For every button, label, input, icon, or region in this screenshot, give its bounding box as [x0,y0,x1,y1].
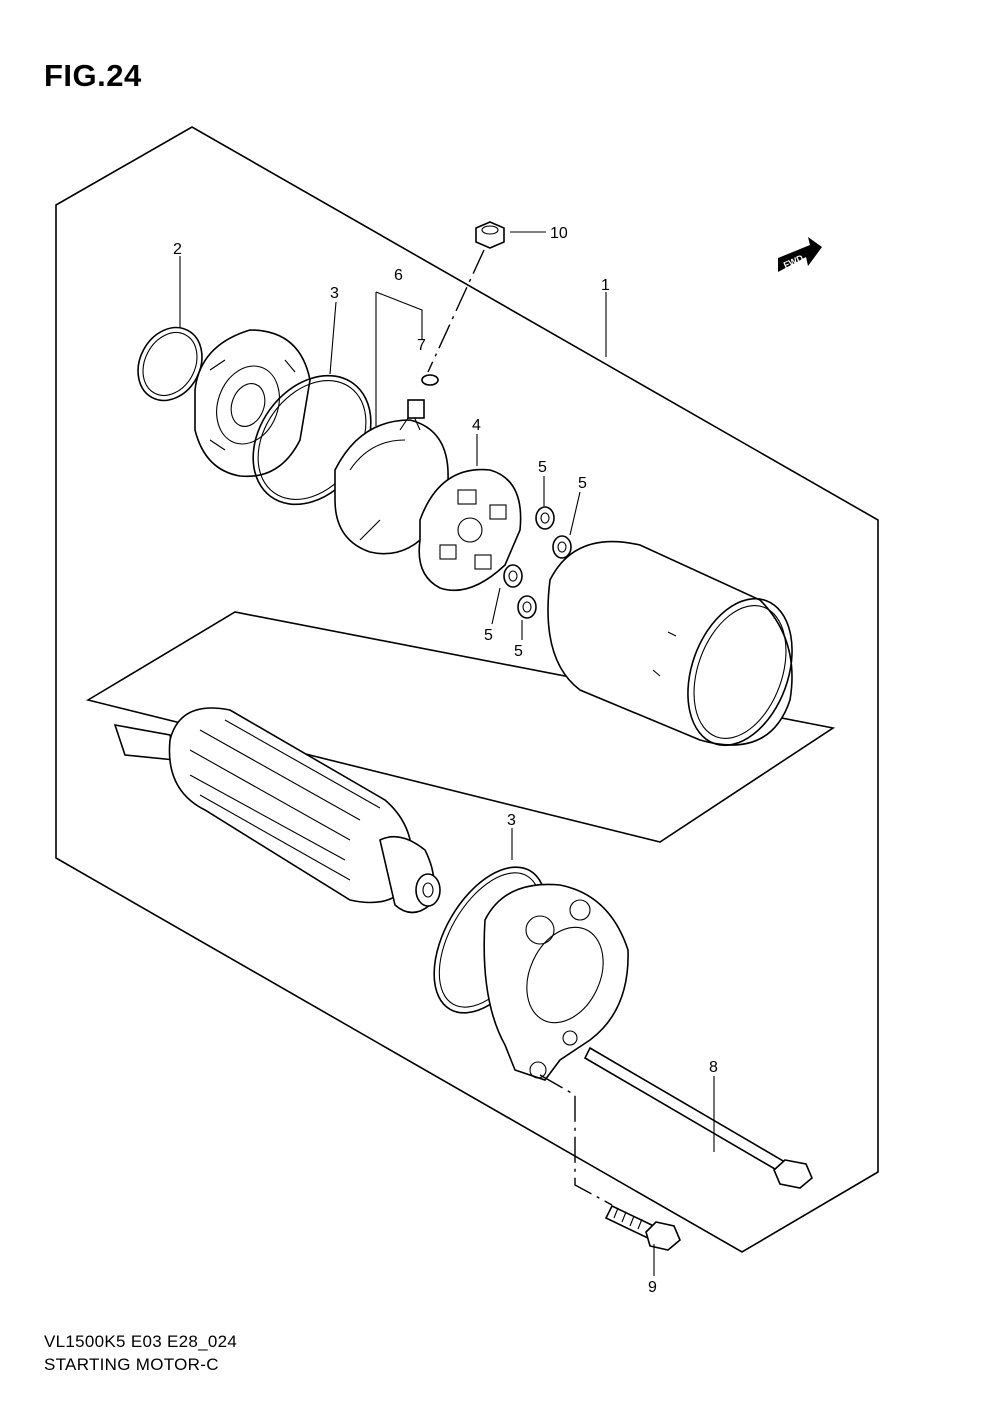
figure-title: FIG.24 [44,58,142,93]
callout-2: 2 [173,241,182,258]
callout-8: 8 [709,1059,718,1076]
leader-lines [179,231,715,1276]
yoke-case-part [547,540,793,747]
diagram-caption: STARTING MOTOR-C [44,1355,219,1374]
nut-part [475,221,505,249]
callout-3-upper: 3 [330,285,339,302]
small-o-ring-part [421,374,439,386]
center-lines [427,249,613,1206]
washer-parts [503,506,572,619]
front-housing-part [194,329,311,478]
sub-assembly-frame [85,611,836,843]
callout-1: 1 [601,277,610,294]
armature-part [113,707,441,914]
callout-4: 4 [472,417,481,434]
callout-10: 10 [550,225,568,242]
model-code: VL1500K5 E03 E28_024 [44,1332,238,1351]
callout-5-d: 5 [514,643,523,660]
brush-plate-part [418,468,522,592]
callout-5-b: 5 [578,475,587,492]
through-bolt-part [583,1046,813,1189]
callout-5-a: 5 [538,459,547,476]
callout-labels: 1 2 3 3 4 5 5 5 5 6 7 8 9 10 [173,225,718,1296]
fwd-direction-icon: FWD [778,237,822,272]
callout-5-c: 5 [484,627,493,644]
callout-7: 7 [417,337,426,354]
screw-part [604,1204,681,1251]
assembly-frame [55,126,879,1253]
callout-6: 6 [394,267,403,284]
callout-9: 9 [648,1279,657,1296]
rear-housing-part [483,883,629,1081]
callout-3-lower: 3 [507,812,516,829]
